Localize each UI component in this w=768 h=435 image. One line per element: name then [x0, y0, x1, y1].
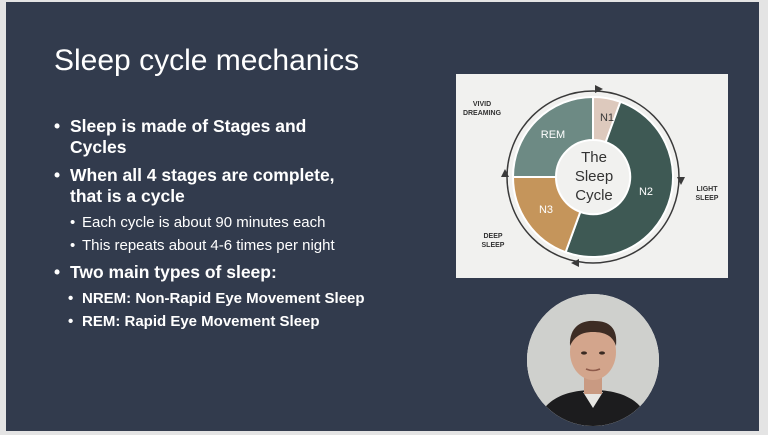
- sleep-cycle-diagram: N1 N2 N3 REM The Sleep Cycle VIVID DREAM…: [456, 74, 728, 278]
- segment-label-n1: N1: [600, 112, 614, 124]
- label-vivid: VIVID: [473, 101, 491, 108]
- segment-label-rem: REM: [541, 129, 565, 141]
- label-light: LIGHT: [697, 186, 719, 193]
- segment-label-n3: N3: [539, 204, 553, 216]
- bullet-1: Sleep is made of Stages and Cycles: [54, 116, 355, 158]
- bullet-list: Sleep is made of Stages and Cycles When …: [54, 116, 394, 336]
- bullet-3-sublist: NREM: Non-Rapid Eye Movement Sleep REM: …: [54, 290, 394, 330]
- slide-title: Sleep cycle mechanics: [54, 44, 360, 77]
- label-dreaming: DREAMING: [463, 110, 502, 117]
- segment-n3: [511, 176, 582, 254]
- center-text-line1: The: [581, 149, 607, 166]
- presenter-webcam: [527, 294, 659, 426]
- sub-bullet: Each cycle is about 90 minutes each: [54, 214, 342, 231]
- bullet-3: Two main types of sleep:: [54, 262, 355, 283]
- segment-rem: [511, 95, 594, 178]
- sub-bullet: NREM: Non-Rapid Eye Movement Sleep: [54, 290, 372, 307]
- presenter-avatar-icon: [527, 294, 659, 426]
- arrow-head-icon: [571, 259, 579, 267]
- arrow-head-icon: [595, 85, 603, 93]
- label-light-sleep: SLEEP: [696, 195, 719, 202]
- segment-label-n2: N2: [639, 186, 653, 198]
- sub-bullet: This repeats about 4-6 times per night: [54, 237, 342, 254]
- label-deep-sleep: SLEEP: [482, 242, 505, 249]
- bullet-2-sublist: Each cycle is about 90 minutes each This…: [54, 214, 394, 254]
- segment-n2: [564, 100, 675, 259]
- presentation-slide: Sleep cycle mechanics Sleep is made of S…: [6, 2, 759, 431]
- bullet-2: When all 4 stages are complete, that is …: [54, 165, 355, 207]
- center-text-line3: Cycle: [575, 187, 613, 204]
- arrow-head-icon: [501, 169, 509, 177]
- sub-bullet: REM: Rapid Eye Movement Sleep: [54, 313, 372, 330]
- label-deep: DEEP: [483, 233, 502, 240]
- center-text-line2: Sleep: [575, 168, 613, 185]
- sleep-cycle-svg: N1 N2 N3 REM The Sleep Cycle VIVID DREAM…: [463, 85, 719, 267]
- arrow-head-icon: [677, 177, 685, 185]
